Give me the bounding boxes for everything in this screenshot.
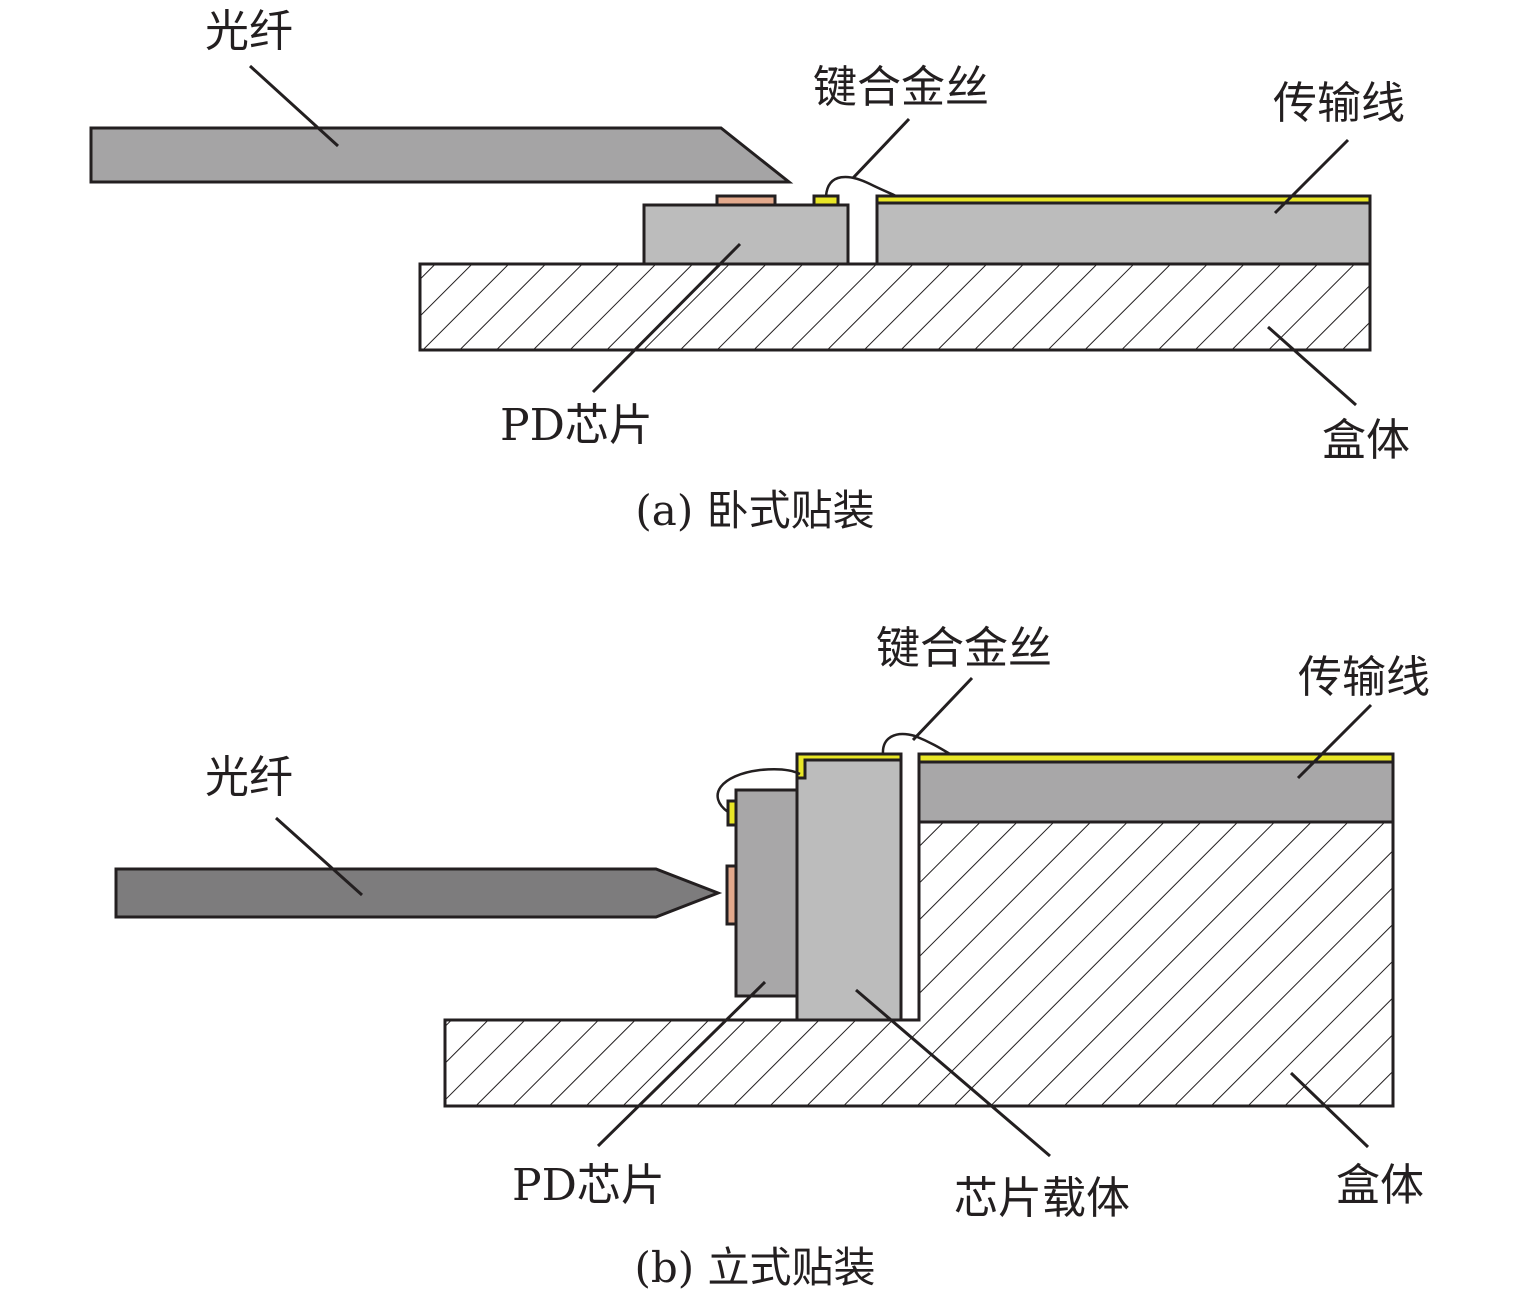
photodiode-area (715, 194, 777, 207)
label-housing: 盒体 (1336, 1160, 1424, 1211)
carrier-gold-trace (795, 752, 903, 780)
leader-housing (1289, 1071, 1370, 1149)
label-fiber: 光纤 (205, 6, 293, 57)
bond-wire-chip (716, 767, 801, 814)
leader-fiber (274, 816, 364, 897)
transmission-line-substrate (917, 760, 1395, 824)
diagram-a-horizontal-mount: 光纤 键合金丝 传输线 PD芯片 盒体 (a) 卧式贴装 (89, 6, 1410, 535)
caption-a: (a) 卧式贴装 (635, 486, 874, 535)
leader-pd-chip (591, 242, 742, 394)
transmission-line-gold (917, 752, 1395, 764)
label-pd-chip: PD芯片 (500, 400, 653, 451)
label-transmission-line: 传输线 (1298, 652, 1430, 703)
leader-transmission-line (1273, 138, 1350, 215)
housing-block (443, 820, 1395, 1108)
leader-chip-carrier (855, 988, 1051, 1158)
leader-bond-wire (851, 117, 911, 180)
label-fiber: 光纤 (205, 752, 293, 803)
label-chip-carrier: 芯片载体 (954, 1173, 1130, 1224)
photodiode-area (725, 864, 738, 926)
diagram-b-vertical-mount: 键合金丝 传输线 光纤 PD芯片 芯片载体 盒体 (b) 立式贴装 (114, 623, 1430, 1292)
leader-housing (1267, 325, 1357, 407)
chip-carrier (795, 752, 903, 1022)
caption-b: (b) 立式贴装 (634, 1243, 875, 1292)
optical-fiber (89, 126, 794, 184)
label-housing: 盒体 (1322, 415, 1410, 466)
leader-transmission-line (1296, 703, 1373, 780)
label-transmission-line: 传输线 (1273, 78, 1405, 129)
pd-chip (642, 203, 850, 266)
housing-block (418, 262, 1372, 352)
leader-bond-wire (911, 676, 974, 742)
label-bond-wire: 键合金丝 (876, 623, 1052, 674)
leader-pd-chip (596, 980, 767, 1148)
chip-gold-pad (726, 799, 738, 827)
chip-gold-pad (812, 194, 840, 207)
optical-fiber (114, 867, 723, 919)
pd-chip (734, 788, 799, 998)
leader-fiber (248, 64, 340, 148)
transmission-line-substrate (875, 201, 1372, 266)
label-pd-chip: PD芯片 (512, 1160, 665, 1211)
bond-wire (824, 175, 897, 198)
transmission-line-gold (875, 194, 1372, 205)
label-bond-wire: 键合金丝 (813, 62, 989, 113)
